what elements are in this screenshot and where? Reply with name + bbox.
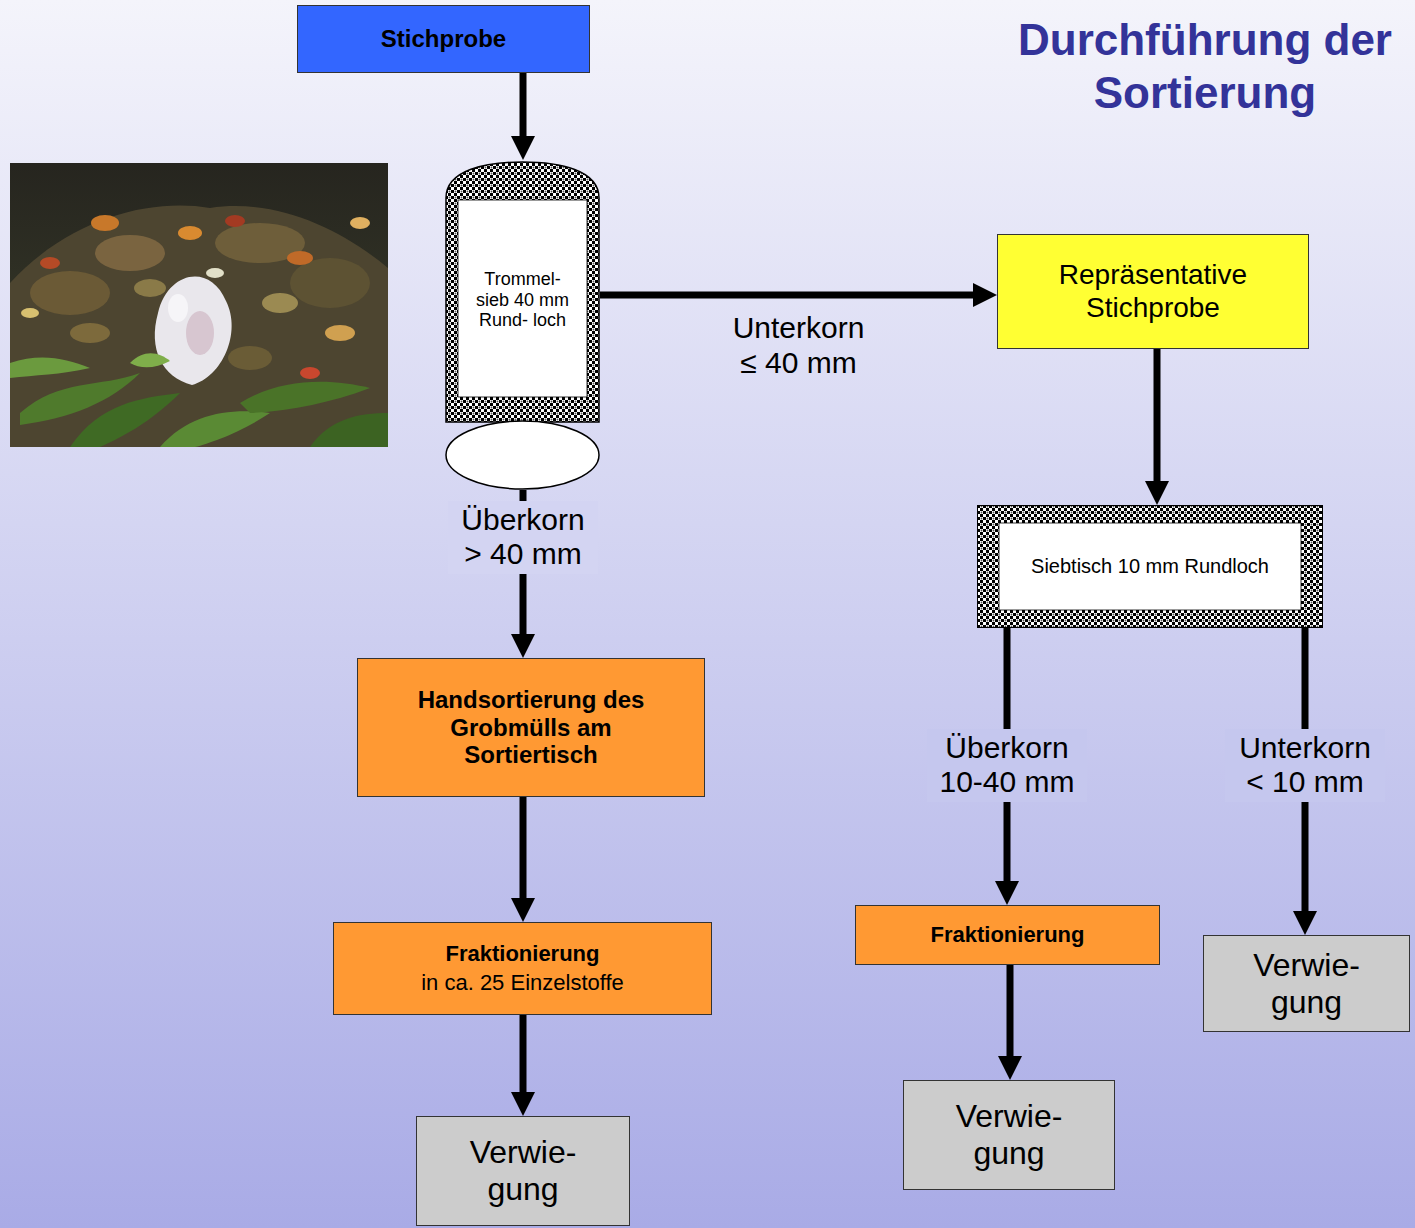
sieve-panel [999,523,1301,610]
flow-arrow [600,292,983,299]
flow-arrow [520,1015,527,1102]
drum-opening [446,421,599,489]
node-content: Verwie- gung [448,1134,598,1208]
flow-arrow [520,73,527,146]
node-content: Siebtisch 10 mm Rundloch [1031,555,1269,578]
node-text: Siebtisch 10 mm Rundloch [1031,555,1269,578]
node-content: Stichprobe [381,25,506,53]
waste-photo [10,163,388,447]
node-text: Fraktionierung [930,922,1084,947]
node-content: Verwie- gung [934,1098,1084,1172]
edge-label: Überkorn 10-40 mm [927,729,1087,802]
node-text: Fraktionierung [421,940,624,969]
representative-sample-box: Repräsentative Stichprobe [997,234,1309,349]
node-text: Verwie- gung [448,1134,598,1208]
node-text: Handsortierung des Grobmülls am Sortiert… [415,686,647,769]
edge-label: Überkorn > 40 mm [448,501,598,574]
node-text: Trommel- sieb 40 mm Rund- loch [471,269,575,331]
node-text: Stichprobe [381,25,506,53]
waste-heap [10,206,388,447]
flow-arrow [1154,349,1161,491]
weighing-box: Verwie- gung [416,1116,630,1226]
drum-screen: Trommel- sieb 40 mm Rund- loch [445,160,600,490]
photo-ground [10,163,388,447]
node-text: Verwie- gung [934,1098,1084,1172]
edge-label: Unterkorn ≤ 40 mm [719,309,879,382]
node-content: Trommel- sieb 40 mm Rund- loch [471,269,575,331]
sieve-table: Siebtisch 10 mm Rundloch [977,505,1323,628]
drum-body [458,200,587,397]
weighing-box: Verwie- gung [903,1080,1115,1190]
plastic-bag [155,277,232,385]
node-text: in ca. 25 Einzelstoffe [421,969,624,998]
drum-mesh [446,162,599,422]
node-content: Handsortierung des Grobmülls am Sortiert… [415,686,647,769]
green-leaves [10,353,388,447]
node-content: Repräsentative Stichprobe [1008,259,1298,323]
slide-title: Durchführung der Sortierung [1005,14,1405,120]
sieve-mesh [978,506,1323,628]
node-text: Verwie- gung [1232,947,1382,1021]
weighing-box: Verwie- gung [1203,935,1410,1032]
process-box: Fraktionierung [855,905,1160,965]
process-box: Fraktionierungin ca. 25 Einzelstoffe [333,922,712,1015]
edge-label: Unterkorn < 10 mm [1225,729,1385,802]
node-content: Verwie- gung [1232,947,1382,1021]
flow-arrow [1007,965,1014,1066]
process-box: Handsortierung des Grobmülls am Sortiert… [357,658,705,797]
node-content: Fraktionierung [930,922,1084,947]
flow-arrow [520,797,527,908]
sample-box: Stichprobe [297,5,590,73]
node-text: Repräsentative Stichprobe [1008,259,1298,323]
node-content: Fraktionierungin ca. 25 Einzelstoffe [421,940,624,997]
